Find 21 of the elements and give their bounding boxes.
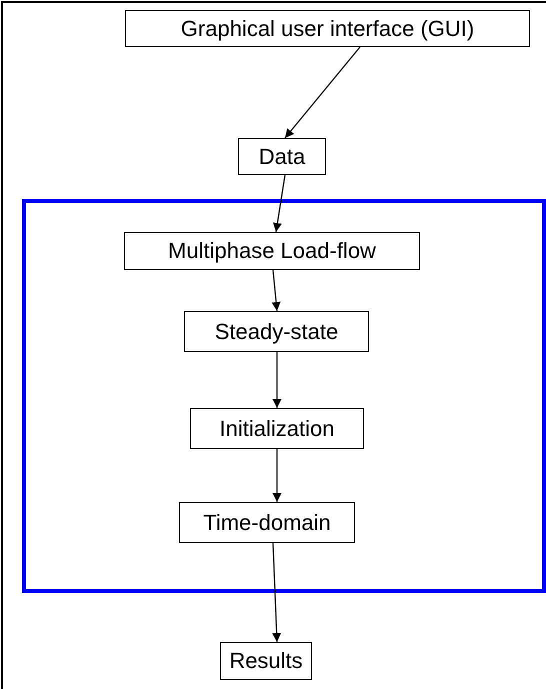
node-label: Steady-state bbox=[214, 318, 338, 344]
node-label: Graphical user interface (GUI) bbox=[180, 16, 474, 42]
arrow bbox=[272, 352, 282, 408]
process-box bbox=[238, 138, 326, 175]
process-box bbox=[179, 502, 355, 543]
process-box bbox=[190, 408, 364, 449]
group-box bbox=[22, 199, 546, 593]
process-box bbox=[125, 10, 530, 47]
process-box bbox=[184, 311, 369, 352]
node-label: Data bbox=[258, 144, 306, 170]
arrow bbox=[272, 174, 286, 232]
arrow bbox=[272, 542, 282, 642]
arrow bbox=[284, 46, 360, 138]
arrow bbox=[272, 449, 282, 502]
process-box bbox=[220, 642, 312, 680]
node-label: Results bbox=[229, 648, 303, 674]
node-label: Initialization bbox=[220, 416, 334, 442]
arrow bbox=[272, 270, 281, 312]
node-label: Multiphase Load-flow bbox=[168, 238, 376, 264]
node-label: Time-domain bbox=[203, 510, 331, 536]
process-box bbox=[124, 232, 420, 270]
